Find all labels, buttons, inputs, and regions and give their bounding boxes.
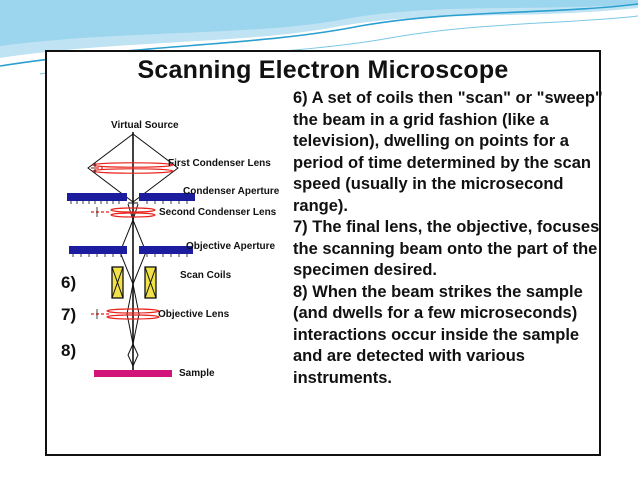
second-condenser-lens-icon xyxy=(91,207,156,218)
slide-title: Scanning Electron Microscope xyxy=(137,56,509,84)
objective-aperture-icon xyxy=(69,246,193,257)
label-virtual-source: Virtual Source xyxy=(111,120,179,131)
first-condenser-lens-icon xyxy=(91,162,174,174)
step-marker-8: 8) xyxy=(61,341,76,360)
paragraph-step-8: 8) When the beam strikes the sample (and… xyxy=(293,282,583,387)
label-condenser-aperture: Condenser Aperture xyxy=(183,186,280,197)
objective-lens-icon xyxy=(91,308,160,320)
label-second-condenser-lens: Second Condenser Lens xyxy=(159,207,277,218)
step-marker-7: 7) xyxy=(61,305,76,324)
condenser-aperture-icon xyxy=(67,193,195,204)
sample-icon xyxy=(94,370,172,377)
label-first-condenser-lens: First Condenser Lens xyxy=(168,158,271,169)
sem-diagram: Virtual Source First Condenser Lens Cond… xyxy=(61,120,280,379)
paragraph-step-6: 6) A set of coils then "scan" or "sweep"… xyxy=(293,89,603,215)
label-sample: Sample xyxy=(179,368,215,379)
step-marker-6: 6) xyxy=(61,273,76,292)
slide-frame: Scanning Electron Microscope xyxy=(45,50,603,456)
label-objective-lens: Objective Lens xyxy=(158,309,230,320)
paragraph-step-7: 7) The final lens, the objective, focuse… xyxy=(293,218,600,279)
description-text: 6) A set of coils then "scan" or "sweep"… xyxy=(293,88,605,389)
label-scan-coils: Scan Coils xyxy=(180,270,232,281)
scan-coils-icon xyxy=(111,266,157,299)
label-objective-aperture: Objective Aperture xyxy=(186,241,276,252)
